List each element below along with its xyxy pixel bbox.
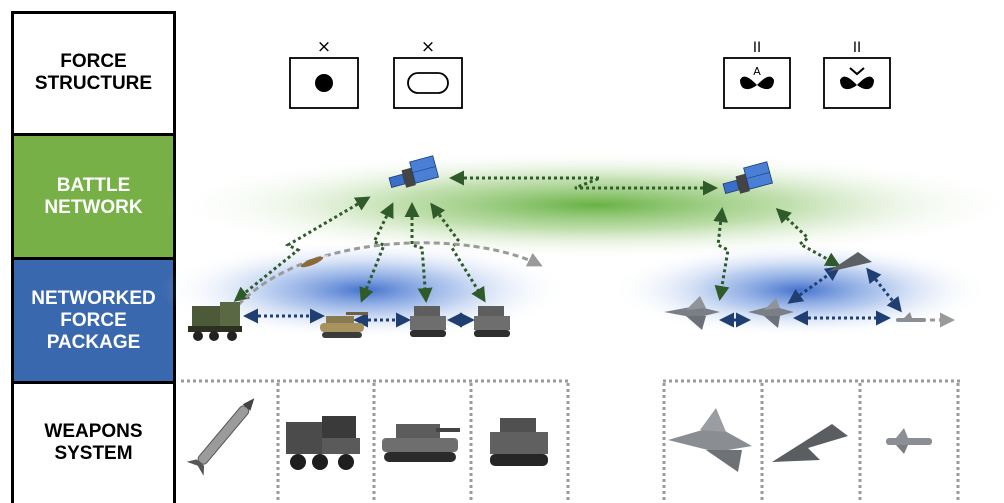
row-divider: [11, 381, 176, 384]
missile-icon: [300, 254, 329, 268]
attack-modifier: A: [753, 65, 761, 78]
row-label-weapons-system: WEAPONS SYSTEM: [11, 383, 176, 503]
rocket-launcher-truck-icon: [188, 302, 242, 341]
data-link-uplink: [233, 196, 371, 302]
data-link-uplink: [775, 207, 841, 267]
row-label-networked-force-package: NETWORKED FORCE PACKAGE: [11, 259, 176, 383]
row-label-battle-network: BATTLE NETWORK: [11, 135, 176, 259]
echelon-marker: II: [853, 40, 861, 56]
missile-trajectory: [230, 241, 543, 313]
data-link-uplink: [404, 202, 433, 303]
rocket-launcher-truck-icon: [286, 416, 360, 470]
main-battle-tank-icon: [382, 424, 460, 462]
unit-symbol-aviation-battalion-attack: II A: [723, 40, 791, 109]
stealth-fighter-icon: [748, 298, 794, 328]
cruise-missile-icon: [886, 428, 932, 454]
satellite-crosslink: [449, 170, 718, 196]
weapons-grid-ground: [181, 379, 570, 503]
uav-icon: [828, 252, 872, 272]
data-link-mesh: [787, 266, 841, 304]
unit-symbol-armor-brigade: ×: [393, 37, 463, 109]
stealth-fighter-icon: [668, 408, 752, 472]
row-divider: [11, 257, 176, 260]
weapons-grid-air: [662, 379, 960, 503]
echelon-marker: II: [753, 40, 761, 56]
cruise-missile-icon: [896, 312, 926, 322]
infantry-fighting-vehicle-icon: [410, 306, 446, 337]
ballistic-missile-icon: [186, 398, 255, 476]
data-link-uplink: [359, 202, 394, 303]
data-link-mesh: [866, 267, 902, 313]
stealth-fighter-icon: [664, 296, 720, 330]
echelon-marker: ×: [421, 37, 435, 57]
infantry-fighting-vehicle-icon: [474, 306, 510, 337]
echelon-marker: ×: [317, 37, 331, 57]
row-label-force-structure: FORCE STRUCTURE: [11, 11, 176, 135]
unit-symbol-infantry-brigade: ×: [289, 37, 359, 109]
row-divider: [11, 133, 176, 136]
uav-icon: [772, 424, 848, 462]
satellite-icon: [388, 155, 439, 189]
main-battle-tank-icon: [320, 312, 368, 338]
force-package-cloud-right: [610, 242, 990, 338]
infantry-fighting-vehicle-icon: [490, 418, 548, 466]
satellite-icon: [722, 161, 773, 195]
unit-symbol-aviation-battalion: II: [823, 40, 891, 109]
